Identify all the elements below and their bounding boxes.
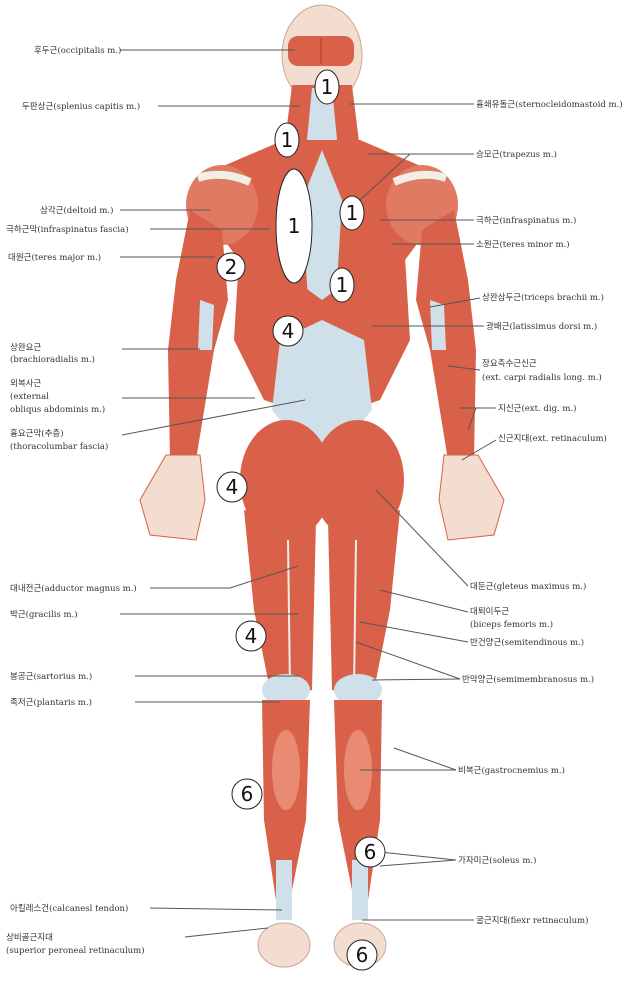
svg-text:6: 6 bbox=[364, 840, 377, 864]
label-sartorius: 봉공근(sartorius m.) bbox=[10, 671, 92, 682]
label-adductor-magnus: 대내전근(adductor magnus m.) bbox=[10, 583, 137, 594]
label-gastrocnemius: 비복근(gastrocnemius m.) bbox=[458, 765, 565, 776]
label-teres-major: 대원근(teres major m.) bbox=[8, 252, 101, 263]
svg-text:6: 6 bbox=[356, 943, 369, 967]
marker-6-ankle: 6 bbox=[347, 940, 377, 970]
label-ext-carpi-en: (ext. carpi radialis long. m.) bbox=[482, 372, 602, 383]
marker-6-soleus: 6 bbox=[355, 837, 385, 867]
label-latissimus: 광배근(latissimus dorsi m.) bbox=[486, 321, 597, 332]
label-external-oblique-ko: 외복사근 bbox=[10, 378, 41, 389]
label-ext-digitorum: 지신근(ext. dig. m.) bbox=[498, 403, 577, 414]
marker-1-spine-large: 1 bbox=[276, 169, 312, 283]
labels-left: 후두근(occipitalis m.) 두판상근(splenius capiti… bbox=[6, 45, 145, 956]
label-infraspinatus-fascia: 극하근막(infraspinatus fascia) bbox=[6, 224, 129, 235]
label-occipitalis: 후두근(occipitalis m.) bbox=[34, 45, 121, 56]
label-superior-peroneal-ko: 상비골근지대 bbox=[6, 932, 53, 943]
svg-text:6: 6 bbox=[241, 782, 254, 806]
marker-4-thigh: 4 bbox=[236, 621, 266, 651]
svg-text:1: 1 bbox=[288, 214, 301, 238]
svg-text:2: 2 bbox=[225, 255, 238, 279]
svg-text:1: 1 bbox=[336, 273, 349, 297]
label-ext-carpi-ko: 장요측수근신근 bbox=[482, 358, 537, 369]
marker-1-neck: 1 bbox=[315, 70, 339, 104]
marker-4-gluteus: 4 bbox=[217, 472, 247, 502]
svg-text:1: 1 bbox=[346, 201, 359, 225]
label-semitendinosus: 반건양근(semitendinous m.) bbox=[470, 637, 584, 648]
label-triceps: 상완삼두근(triceps brachii m.) bbox=[482, 292, 604, 303]
label-external-oblique-en1: (external bbox=[10, 391, 49, 402]
label-teres-minor: 소원근(teres minor m.) bbox=[476, 239, 570, 250]
label-semimembranosus: 반막양근(semimembranosus m.) bbox=[462, 674, 594, 685]
marker-1-mid-back: 1 bbox=[330, 268, 354, 302]
label-biceps-femoris-ko: 대퇴이두근 bbox=[470, 606, 509, 617]
label-thoracolumbar-en: (thoracolumbar fascia) bbox=[10, 441, 108, 452]
label-splenius-capitis: 두판상근(splenius capitis m.) bbox=[22, 101, 140, 112]
label-flexor-retinaculum: 굴근지대(fiexr retinaculum) bbox=[476, 915, 588, 926]
label-ext-retinaculum: 신근지대(ext. retinaculum) bbox=[498, 433, 607, 444]
body-figure bbox=[140, 5, 504, 967]
label-brachioradialis-en: (brachioradialis m.) bbox=[10, 354, 95, 365]
label-sternocleidomastoid: 흉쇄유돌근(sternocleidomastoid m.) bbox=[476, 99, 623, 110]
svg-text:4: 4 bbox=[226, 475, 239, 499]
label-superior-peroneal-en: (superior peroneal retinaculum) bbox=[6, 945, 145, 956]
label-biceps-femoris-en: (biceps femoris m.) bbox=[470, 619, 553, 630]
marker-4-lower-back: 4 bbox=[273, 316, 303, 346]
marker-1-upper-left: 1 bbox=[275, 123, 299, 157]
label-brachioradialis-ko: 상완요근 bbox=[10, 342, 41, 353]
marker-2-teres: 2 bbox=[217, 253, 245, 281]
marker-1-right-shoulder: 1 bbox=[340, 196, 364, 230]
svg-text:4: 4 bbox=[245, 624, 258, 648]
svg-text:1: 1 bbox=[281, 128, 294, 152]
label-thoracolumbar-ko: 흉요근막(추층) bbox=[10, 428, 64, 439]
label-external-oblique-en2: obliqus abdominis m.) bbox=[10, 404, 105, 415]
label-gluteus-maximus: 대둔근(gleteus maximus m.) bbox=[470, 581, 586, 592]
marker-6-calf: 6 bbox=[232, 779, 262, 809]
label-plantaris: 족저근(plantaris m.) bbox=[10, 697, 92, 708]
label-soleus: 가자미근(soleus m.) bbox=[458, 855, 536, 866]
label-infraspinatus: 극하근(infraspinatus m.) bbox=[476, 215, 576, 226]
label-calcaneal-tendon: 아킬레스건(calcanesl tendon) bbox=[10, 903, 128, 914]
label-deltoid: 삼각근(deltoid m.) bbox=[40, 205, 113, 216]
svg-text:1: 1 bbox=[321, 75, 334, 99]
svg-text:4: 4 bbox=[282, 319, 295, 343]
label-trapezius: 승모근(trapezus m.) bbox=[476, 149, 557, 160]
label-gracilis: 박근(gracilis m.) bbox=[10, 609, 78, 620]
